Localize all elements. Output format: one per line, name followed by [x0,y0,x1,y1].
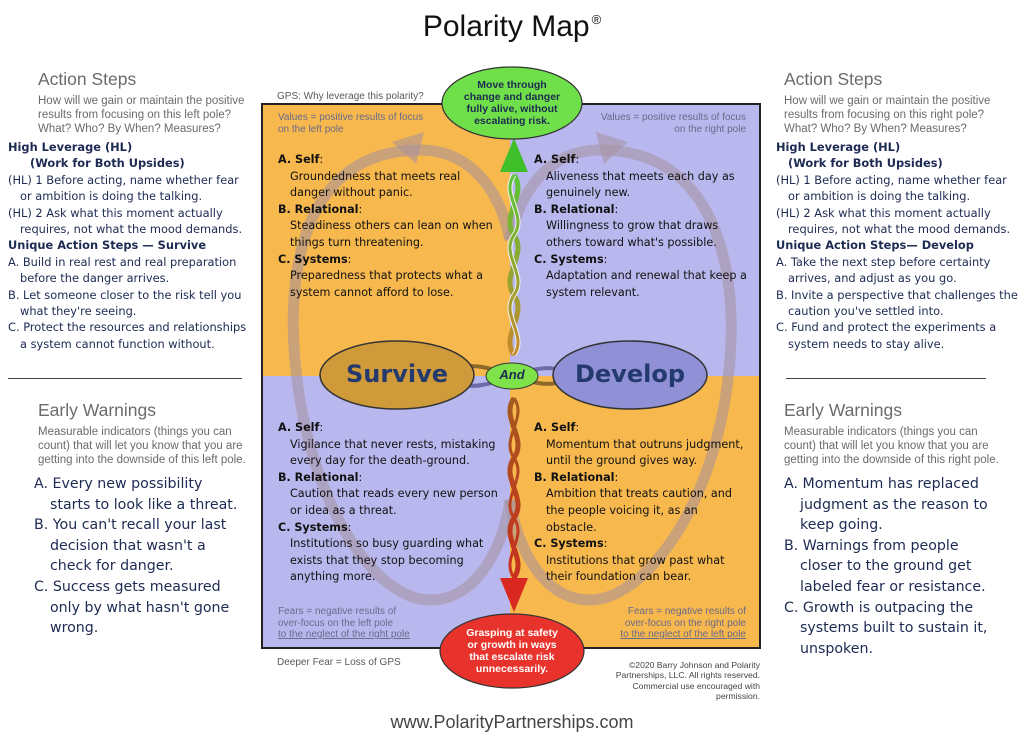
right-warning-c: C. Growth is outpacing the systems built… [784,599,988,657]
left-unique-item-c: C. Protect the resources and relationshi… [8,320,247,351]
right-early-warnings-list: A. Momentum has replaced judgment as the… [784,474,996,659]
footer-url[interactable]: www.PolarityPartnerships.com [390,712,634,732]
left-high-leverage-subheading: (Work for Both Upsides) [30,156,185,171]
right-action-steps-heading: Action Steps [784,69,883,89]
and-label: And [499,367,525,382]
right-action-steps-body: High Leverage (HL) (Work for Both Upside… [776,139,1018,352]
gps-bubble [441,66,583,140]
left-pole-label: Survive [346,360,448,388]
left-pole-oval [319,340,475,410]
lower-right-content: A. Self: Momentum that outruns judgment,… [534,421,744,584]
page-title: Polarity Map® [422,10,602,43]
left-unique-heading: Unique Action Steps — Survive [8,238,207,253]
left-action-steps-heading: Action Steps [38,69,137,89]
right-hl-item-2: (HL) 2 Ask what this moment actually req… [776,205,1011,237]
infinity-arrowheads [392,132,628,164]
right-hl-item-1: (HL) 1 Before acting, name whether fear … [776,172,1007,204]
left-hl-item-1: (HL) 1 Before acting, name whether fear … [8,172,239,204]
left-action-steps-question: How will we gain or maintain the positiv… [38,95,245,135]
and-oval [485,362,539,390]
right-unique-item-a: A. Take the next step before certainty a… [776,254,991,286]
left-high-leverage-heading: High Leverage (HL) [8,140,133,154]
right-unique-heading: Unique Action Steps— Develop [776,238,974,253]
left-divider [8,378,242,379]
fear-bubble [439,613,585,689]
right-early-warnings-heading: Early Warnings [784,400,902,420]
left-unique-item-a: A. Build in real rest and real preparati… [8,254,237,286]
right-action-steps-question: How will we gain or maintain the positiv… [784,95,991,135]
left-early-warnings-list: A. Every new possibility starts to look … [34,474,240,639]
downward-arrowhead [500,578,528,612]
right-unique-item-b: B. Invite a perspective that challenges … [776,287,1018,319]
right-divider [786,378,986,379]
left-unique-item-b: B. Let someone closer to the risk tell y… [8,287,242,319]
deeper-fear-label: Deeper Fear = Loss of GPS [277,657,401,668]
upward-arrowhead [500,138,528,172]
upper-right-content: A. Self: Aliveness that meets each day a… [534,153,747,299]
right-pole-oval [552,340,708,410]
left-action-steps-body: High Leverage (HL) (Work for Both Upside… [8,139,250,352]
left-warning-b: B. You can't recall your last decision t… [34,517,227,575]
downward-rope [507,396,521,580]
gps-label: GPS: Why leverage this polarity? [277,91,424,102]
lower-left-content: A. Self: Vigilance that never rests, mis… [278,421,498,584]
right-warning-a: A. Momentum has replaced judgment as the… [784,476,988,534]
right-high-leverage-subheading: (Work for Both Upsides) [788,156,943,171]
right-pole-label: Develop [574,360,685,388]
upper-left-content: A. Self: Groundedness that meets real da… [278,153,493,299]
right-warning-b: B. Warnings from people closer to the gr… [784,537,986,595]
right-unique-item-c: C. Fund and protect the experiments a sy… [776,320,997,351]
left-early-warnings-heading: Early Warnings [38,400,156,420]
left-warning-c: C. Success gets measured only by what ha… [34,578,230,637]
infinity-loop [287,144,737,606]
left-hl-item-2: (HL) 2 Ask what this moment actually req… [8,205,243,237]
left-warning-a: A. Every new possibility starts to look … [34,476,238,513]
right-high-leverage-heading: High Leverage (HL) [776,140,901,154]
upward-rope [507,173,521,357]
